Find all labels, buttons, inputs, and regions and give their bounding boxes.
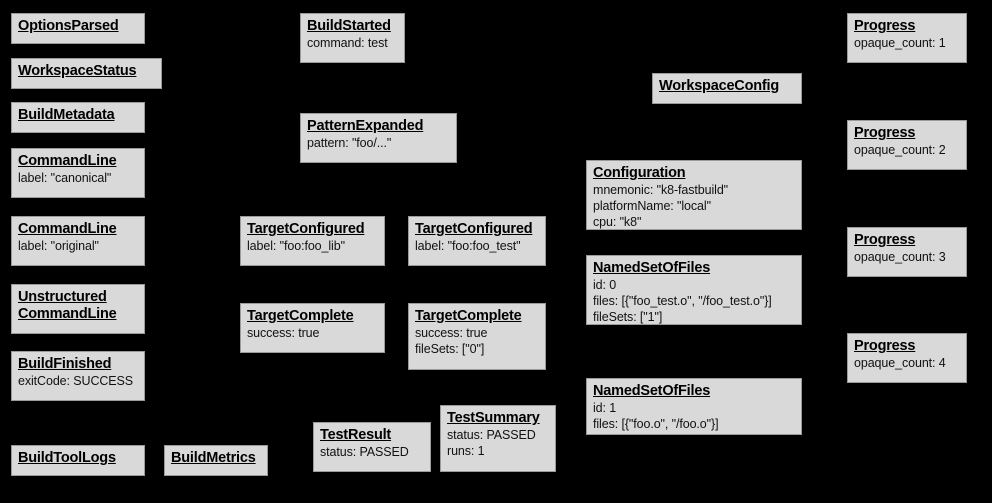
node-progress-4[interactable]: Progress opaque_count: 4 bbox=[847, 333, 967, 383]
node-build-started[interactable]: BuildStarted command: test bbox=[300, 13, 405, 63]
node-field: cpu: "k8" bbox=[593, 214, 642, 229]
node-options-parsed[interactable]: OptionsParsed bbox=[11, 13, 145, 44]
node-field: fileSets: ["0"] bbox=[415, 341, 485, 356]
node-field: command: test bbox=[307, 36, 388, 51]
node-build-metrics[interactable]: BuildMetrics bbox=[164, 445, 268, 476]
node-title: NamedSetOfFiles bbox=[593, 383, 711, 399]
node-field: runs: 1 bbox=[447, 443, 485, 458]
node-field: fileSets: ["1"] bbox=[593, 309, 663, 324]
node-unstructured-command-line[interactable]: Unstructured CommandLine bbox=[11, 284, 145, 334]
node-field: success: true bbox=[247, 326, 320, 341]
node-field: opaque_count: 1 bbox=[854, 36, 946, 51]
node-command-line-original[interactable]: CommandLine label: "original" bbox=[11, 216, 145, 266]
node-target-configured-foo-test[interactable]: TargetConfigured label: "foo:foo_test" bbox=[408, 216, 546, 266]
node-field: id: 0 bbox=[593, 278, 617, 293]
node-field: opaque_count: 4 bbox=[854, 356, 946, 371]
node-field: platformName: "local" bbox=[593, 198, 711, 213]
node-field: mnemonic: "k8-fastbuild" bbox=[593, 183, 729, 198]
node-progress-1[interactable]: Progress opaque_count: 1 bbox=[847, 13, 967, 63]
node-command-line-canonical[interactable]: CommandLine label: "canonical" bbox=[11, 148, 145, 198]
node-title: BuildMetadata bbox=[18, 107, 115, 123]
node-field: files: [{"foo.o", "/foo.o"}] bbox=[593, 416, 719, 431]
node-title: TargetConfigured bbox=[247, 221, 365, 237]
node-title: NamedSetOfFiles bbox=[593, 260, 711, 276]
node-title: BuildToolLogs bbox=[18, 450, 116, 466]
node-build-finished[interactable]: BuildFinished exitCode: SUCCESS bbox=[11, 351, 145, 401]
node-title: CommandLine bbox=[18, 221, 117, 237]
node-progress-3[interactable]: Progress opaque_count: 3 bbox=[847, 227, 967, 277]
node-title: TestSummary bbox=[447, 410, 540, 426]
node-build-metadata[interactable]: BuildMetadata bbox=[11, 102, 145, 133]
node-title: BuildStarted bbox=[307, 18, 391, 34]
node-title: Progress bbox=[854, 125, 916, 141]
node-title: Progress bbox=[854, 18, 916, 34]
node-target-configured-foo-lib[interactable]: TargetConfigured label: "foo:foo_lib" bbox=[240, 216, 385, 266]
node-title: Progress bbox=[854, 338, 916, 354]
node-field: files: [{"foo_test.o", "/foo_test.o"}] bbox=[593, 293, 772, 308]
node-test-result[interactable]: TestResult status: PASSED bbox=[313, 422, 431, 472]
node-title: Progress bbox=[854, 232, 916, 248]
node-title: WorkspaceStatus bbox=[18, 63, 137, 79]
node-field: opaque_count: 2 bbox=[854, 143, 946, 158]
node-build-tool-logs[interactable]: BuildToolLogs bbox=[11, 445, 145, 476]
node-title: OptionsParsed bbox=[18, 18, 119, 34]
node-title: PatternExpanded bbox=[307, 118, 424, 134]
node-title: TargetComplete bbox=[247, 308, 354, 324]
node-workspace-status[interactable]: WorkspaceStatus bbox=[11, 58, 162, 89]
node-field: label: "canonical" bbox=[18, 171, 112, 186]
node-field: exitCode: SUCCESS bbox=[18, 374, 134, 389]
node-field: status: PASSED bbox=[320, 445, 409, 460]
node-field: label: "original" bbox=[18, 239, 99, 254]
node-progress-2[interactable]: Progress opaque_count: 2 bbox=[847, 120, 967, 170]
node-title: CommandLine bbox=[18, 153, 117, 169]
node-pattern-expanded[interactable]: PatternExpanded pattern: "foo/..." bbox=[300, 113, 457, 163]
node-field: success: true bbox=[415, 326, 488, 341]
node-workspace-config[interactable]: WorkspaceConfig bbox=[652, 73, 802, 104]
node-field: pattern: "foo/..." bbox=[307, 136, 392, 151]
node-configuration[interactable]: Configuration mnemonic: "k8-fastbuild"pla… bbox=[586, 160, 802, 230]
node-title: Unstructured CommandLine bbox=[18, 289, 117, 323]
node-title: TestResult bbox=[320, 427, 392, 443]
node-title: TargetComplete bbox=[415, 308, 522, 324]
node-field: opaque_count: 3 bbox=[854, 250, 946, 265]
node-field: label: "foo:foo_test" bbox=[415, 239, 521, 254]
node-field: id: 1 bbox=[593, 401, 617, 416]
node-title: TargetConfigured bbox=[415, 221, 533, 237]
node-title: WorkspaceConfig bbox=[659, 78, 780, 94]
node-title: Configuration bbox=[593, 165, 686, 181]
node-target-complete-foo-lib[interactable]: TargetComplete success: true bbox=[240, 303, 385, 353]
node-field: status: PASSED bbox=[447, 428, 536, 443]
node-field: label: "foo:foo_lib" bbox=[247, 239, 345, 254]
node-title: BuildMetrics bbox=[171, 450, 256, 466]
node-title: BuildFinished bbox=[18, 356, 112, 372]
